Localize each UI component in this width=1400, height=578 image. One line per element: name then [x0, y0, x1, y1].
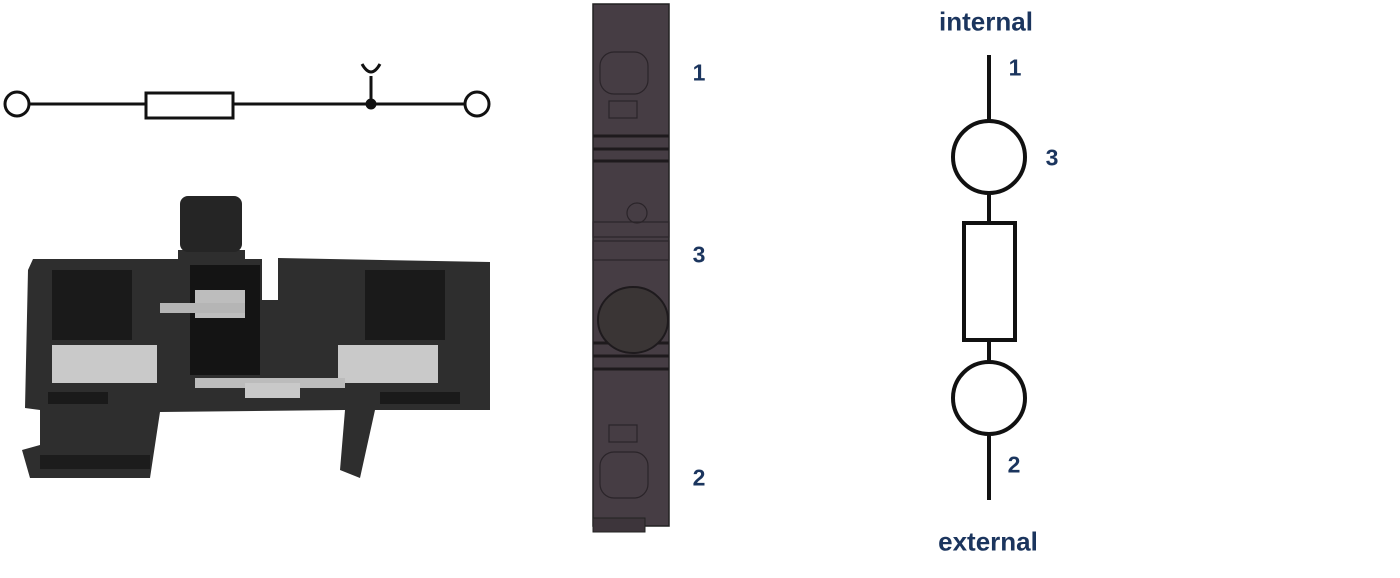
terminal-label-2: 2 [1007, 451, 1021, 478]
terminal-label-3: 3 [1045, 144, 1059, 171]
test-socket [626, 202, 648, 224]
fuse-cap-knob [180, 196, 242, 252]
left-metal-clamp [52, 345, 157, 383]
fuse-symbol [962, 221, 1017, 342]
right-metal-clamp [338, 345, 438, 383]
terminal-3-circle [951, 119, 1027, 195]
front-label-2: 2 [692, 464, 706, 491]
circuit-diagram [951, 55, 1027, 500]
front-label-1: 1 [692, 59, 706, 86]
fuse-schematic-symbol [3, 63, 491, 120]
terminal-2-circle [951, 360, 1027, 436]
external-label: external [938, 526, 1038, 557]
internal-label: internal [939, 6, 1033, 37]
wire-entry-bottom [599, 451, 649, 499]
terminal-label-1: 1 [1008, 54, 1022, 81]
wire-entry-top [599, 51, 649, 95]
fuse-cap [597, 286, 669, 354]
terminal-block-front-view [592, 3, 670, 533]
terminal-block-cross-section [22, 196, 490, 478]
front-label-3: 3 [692, 241, 706, 268]
